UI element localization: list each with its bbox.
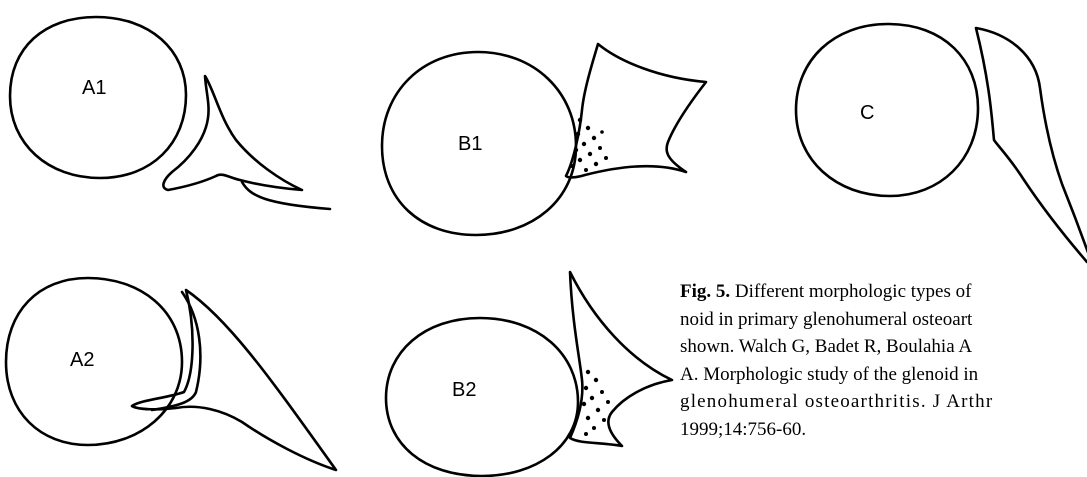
c-humeral-head	[796, 24, 978, 196]
panel-label-a1: A1	[82, 78, 106, 98]
b1-glenoid	[566, 44, 706, 177]
caption-line-6: 1999;14:756-60.	[680, 416, 1087, 444]
caption-line-3: shown. Walch G, Badet R, Boulahia A	[680, 333, 1087, 361]
caption-fig-label: Fig. 5.	[680, 281, 730, 302]
panel-label-c: C	[860, 103, 874, 123]
b2-sclerosis-stipple	[582, 370, 610, 436]
a2-glenoid	[132, 290, 336, 470]
a1-glenoid	[163, 76, 302, 190]
caption-line-2: noid in primary glenohumeral osteoart	[680, 306, 1087, 334]
panel-label-b1: B1	[458, 134, 482, 154]
caption-line-1: Fig. 5. Different morphologic types of	[680, 278, 1087, 306]
c-glenoid	[976, 28, 1087, 262]
figure-caption: Fig. 5. Different morphologic types of n…	[680, 278, 1087, 443]
panel-label-b2: B2	[452, 380, 476, 400]
a1-scapula-neck	[242, 182, 330, 209]
b2-glenoid	[570, 272, 672, 446]
panel-c-drawing	[796, 24, 1087, 262]
panel-b2-drawing	[386, 272, 672, 476]
caption-line-1-text: Different morphologic types of	[730, 281, 971, 302]
b2-humeral-head	[386, 318, 578, 476]
panel-b1-drawing	[382, 44, 706, 235]
panel-a1-drawing	[10, 17, 330, 209]
panel-a2-drawing	[6, 278, 336, 470]
caption-line-5: glenohumeral osteoarthritis. J Arthr	[680, 388, 1087, 416]
caption-line-4: A. Morphologic study of the glenoid in	[680, 361, 1087, 389]
panel-label-a2: A2	[70, 350, 94, 370]
